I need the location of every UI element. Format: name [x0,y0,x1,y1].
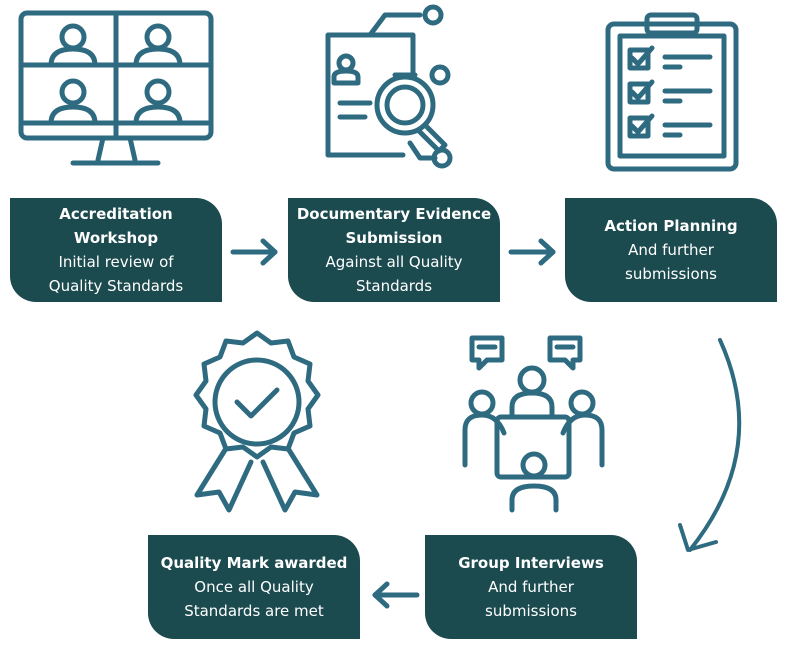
arrow-right-icon [508,238,556,266]
step-subtitle: Initial review of Quality Standards [48,253,184,295]
arrow-right-icon [230,238,278,266]
step-action-planning: Action Planning And further submissions [565,198,777,302]
step-title: Accreditation Workshop [59,205,173,247]
step-accreditation-workshop: Accreditation Workshop Initial review of… [10,198,222,302]
group-meeting-icon [462,335,605,513]
arrow-left-icon [372,581,420,609]
step-title: Documentary Evidence Submission [296,205,492,247]
step-title: Group Interviews [458,554,604,572]
step-group-interviews: Group Interviews And further submissions [425,535,637,639]
step-subtitle: Against all Quality Standards [325,253,463,295]
step-documentary-evidence: Documentary Evidence Submission Against … [288,198,500,302]
step-title: Quality Mark awarded [160,554,348,572]
award-badge-icon [193,330,321,513]
video-call-icon [18,10,214,166]
checklist-clipboard-icon [605,12,739,172]
step-subtitle: And further submissions [625,241,717,283]
step-quality-mark-awarded: Quality Mark awarded Once all Quality St… [148,535,360,639]
step-title: Action Planning [604,217,738,235]
document-search-icon [325,4,453,169]
step-subtitle: Once all Quality Standards are met [184,578,324,620]
curved-arrow-down-icon [678,338,742,552]
step-subtitle: And further submissions [485,578,577,620]
